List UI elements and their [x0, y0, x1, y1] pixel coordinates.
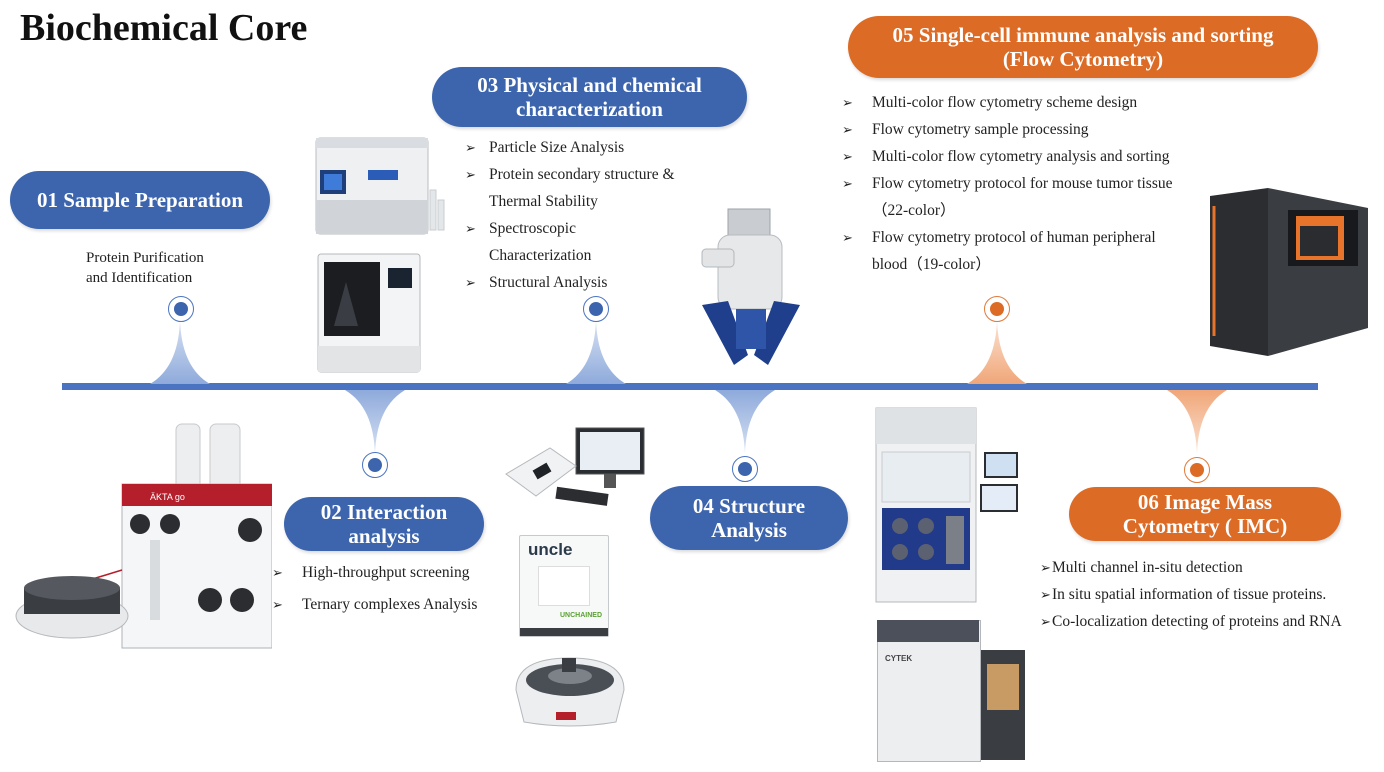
list-item: Co-localization detecting of proteins an… — [1052, 613, 1342, 630]
bullet-arrow-icon: ➢ — [465, 221, 476, 236]
node-05 — [984, 296, 1010, 322]
connector-02-down — [345, 390, 405, 454]
bullet-arrow-icon: ➢ — [842, 95, 853, 110]
cell-sorter-image — [1210, 188, 1368, 356]
section-01-title: 01 Sample Preparation — [36, 187, 244, 212]
section-04-title-line: Analysis — [711, 518, 787, 542]
bullet-arrow-icon: ➢ — [842, 149, 853, 164]
bullet-arrow-icon: ➢ — [1040, 614, 1051, 629]
list-item: Flow cytometry sample processing — [872, 121, 1089, 138]
bullet-arrow-icon: ➢ — [1040, 560, 1051, 575]
page-title: Biochemical Core — [20, 7, 308, 49]
bullet-arrow-icon: ➢ — [842, 176, 853, 191]
node-03 — [583, 296, 609, 322]
list-item: Flow cytometry protocol for mouse tumor … — [872, 175, 1173, 192]
uncle-instrument-image: uncle UNCHAINED — [519, 535, 609, 637]
list-item: Characterization — [489, 247, 592, 264]
node-02 — [362, 452, 388, 478]
list-item: Multi-color flow cytometry analysis and … — [872, 148, 1170, 165]
section-01-desc: Protein Purification and Identification — [86, 248, 204, 288]
section-06-header: 06 Image Mass Cytometry ( IMC) — [1069, 487, 1341, 541]
section-01-desc-line: Protein Purification — [86, 250, 204, 266]
list-item: Particle Size Analysis — [489, 139, 625, 156]
section-02-title-line: 02 Interaction — [320, 499, 448, 524]
section-05-list: ➢ Multi-color flow cytometry scheme desig… — [842, 89, 1173, 278]
list-item: Thermal Stability — [489, 193, 598, 210]
bullet-arrow-icon: ➢ — [842, 122, 853, 137]
node-01 — [168, 296, 194, 322]
timeline-axis — [62, 383, 1318, 390]
section-06-list: ➢Multi channel in-situ detection ➢ In si… — [1040, 554, 1342, 635]
list-item: In situ spatial information of tissue pr… — [1052, 586, 1327, 603]
bullet-arrow-icon: ➢ — [272, 565, 283, 580]
bullet-arrow-icon: ➢ — [465, 167, 476, 182]
bullet-arrow-icon: ➢ — [465, 275, 476, 290]
section-02-title-line: analysis — [348, 524, 420, 548]
uncle-window — [538, 566, 590, 606]
section-06-title-line: Cytometry ( IMC) — [1122, 514, 1288, 538]
bullet-arrow-icon: ➢ — [1040, 587, 1051, 602]
section-03-header: 03 Physical and chemical characterizatio… — [432, 67, 747, 127]
biosafety-cabinet-image — [875, 407, 1018, 603]
section-03-title-line: characterization — [516, 97, 663, 121]
connector-05-up — [967, 320, 1027, 384]
list-item: Flow cytometry protocol of human periphe… — [872, 229, 1156, 246]
list-item: Spectroscopic — [489, 220, 576, 237]
section-01-header: 01 Sample Preparation — [10, 171, 270, 229]
section-03-title-line: 03 Physical and chemical — [477, 72, 702, 97]
list-item: High-throughput screening — [302, 564, 470, 581]
node-04 — [732, 456, 758, 482]
section-02-list: ➢ High-throughput screening ➢ Ternary comp… — [272, 557, 477, 621]
nmr-magnet-image — [701, 208, 800, 365]
section-02-header: 02 Interaction analysis — [284, 497, 484, 551]
section-05-title-line: 05 Single-cell immune analysis and sorti… — [892, 22, 1274, 47]
section-04-title-line: 04 Structure — [692, 493, 806, 518]
list-item: Protein secondary structure & — [489, 166, 675, 183]
connector-01-up — [150, 320, 210, 384]
centrifuge-image — [515, 657, 625, 727]
bullet-arrow-icon: ➢ — [842, 230, 853, 245]
particle-analyzer-image — [315, 137, 445, 235]
section-06-title-line: 06 Image Mass — [1137, 489, 1273, 514]
node-06 — [1184, 457, 1210, 483]
spectrometer-image — [317, 253, 421, 373]
section-05-title-line: (Flow Cytometry) — [1002, 47, 1164, 71]
bullet-arrow-icon: ➢ — [465, 140, 476, 155]
list-item: Multi-color flow cytometry scheme design — [872, 94, 1138, 111]
connector-06-down — [1167, 390, 1227, 454]
list-item: Structural Analysis — [489, 274, 608, 291]
section-01-desc-line: and Identification — [86, 270, 193, 286]
list-item: Multi channel in-situ detection — [1052, 559, 1243, 576]
cytek-analyzer-image: CYTEK — [877, 620, 1029, 766]
unchained-label: UNCHAINED — [560, 612, 602, 619]
cytek-label: CYTEK — [885, 654, 913, 663]
bullet-arrow-icon: ➢ — [272, 597, 283, 612]
screening-instrument-image — [505, 427, 645, 506]
section-04-header: 04 Structure Analysis — [650, 486, 848, 550]
connector-04-down — [715, 390, 775, 454]
list-item: blood（19-color） — [872, 256, 991, 273]
list-item: （22-color） — [872, 202, 956, 219]
protein-purifier-image: ÄKTA go — [15, 423, 272, 649]
connector-03-up — [566, 320, 626, 384]
section-03-list: ➢ Particle Size Analysis ➢ Protein seconda… — [465, 134, 675, 296]
akta-label: ÄKTA go — [150, 492, 185, 502]
uncle-label: uncle — [528, 540, 573, 559]
list-item: Ternary complexes Analysis — [302, 596, 478, 613]
section-05-header: 05 Single-cell immune analysis and sorti… — [848, 16, 1318, 78]
